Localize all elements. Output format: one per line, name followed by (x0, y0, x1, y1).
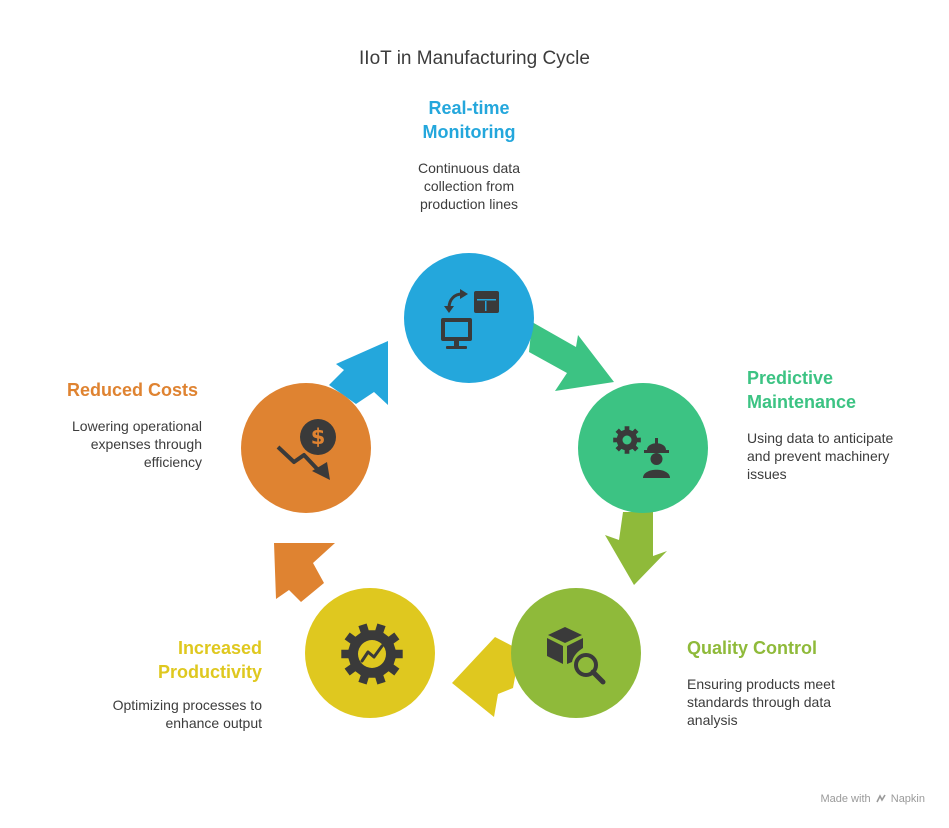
title-line: Quality Control (687, 638, 817, 658)
desc-line: standards through data (687, 694, 831, 710)
stage-desc-predictive-maintenance: Using data to anticipate and prevent mac… (747, 429, 942, 483)
napkin-logo-icon (875, 794, 886, 803)
made-with-label: Made with (820, 793, 871, 805)
gear-trend-icon (341, 623, 403, 685)
monitor-dashboard-icon (441, 289, 499, 349)
gear-worker-icon (613, 426, 670, 478)
circle-predictive-maintenance (578, 383, 708, 513)
stage-desc-reduced-costs: Lowering operational expenses through ef… (20, 417, 202, 471)
title-line: Increased (177, 638, 262, 658)
desc-line: and prevent machinery (747, 448, 890, 464)
dollar-down-trend-icon: $ (276, 419, 336, 480)
stage-desc-quality-control: Ensuring products meet standards through… (687, 675, 907, 729)
desc-line: Using data to anticipate (747, 430, 894, 446)
title-line: Predictive (747, 368, 834, 388)
diagram-title: IIoT in Manufacturing Cycle (359, 48, 590, 69)
stage-title-reduced-costs: Reduced Costs (67, 378, 267, 402)
made-with-napkin-footer: Made with Napkin (820, 793, 925, 805)
desc-line: analysis (687, 712, 738, 728)
title-line: Productivity (157, 662, 262, 682)
arrow-quality-to-productivity (452, 637, 520, 717)
stage-title-realtime-monitoring: Real-time Monitoring (369, 96, 569, 144)
stage-title-predictive-maintenance: Predictive Maintenance (747, 366, 937, 414)
desc-line: production lines (419, 196, 519, 212)
desc-line: expenses through (90, 436, 202, 452)
title-line: Monitoring (422, 122, 516, 142)
desc-line: Optimizing processes to (112, 697, 262, 713)
desc-line: Lowering operational (72, 418, 202, 434)
arrow-maintenance-to-quality (605, 512, 667, 585)
svg-text:$: $ (311, 425, 326, 449)
box-magnifier-icon (547, 627, 606, 685)
arrow-costs-to-monitoring (329, 341, 388, 405)
arrow-productivity-to-costs (274, 543, 335, 602)
stage-desc-increased-productivity: Optimizing processes to enhance output (62, 696, 262, 732)
title-line: Real-time (428, 98, 510, 118)
arrow-monitoring-to-maintenance (529, 322, 614, 391)
desc-line: Continuous data (418, 160, 520, 176)
desc-line: Ensuring products meet (687, 676, 835, 692)
desc-line: issues (747, 466, 787, 482)
stage-title-quality-control: Quality Control (687, 636, 907, 660)
title-line: Reduced Costs (67, 380, 199, 400)
stage-title-increased-productivity: Increased Productivity (62, 636, 262, 684)
stage-desc-realtime-monitoring: Continuous data collection from producti… (356, 159, 582, 213)
desc-line: efficiency (143, 454, 202, 470)
desc-line: enhance output (165, 715, 262, 731)
napkin-brand-label: Napkin (890, 793, 925, 805)
desc-line: collection from (423, 178, 515, 194)
title-line: Maintenance (747, 392, 857, 412)
